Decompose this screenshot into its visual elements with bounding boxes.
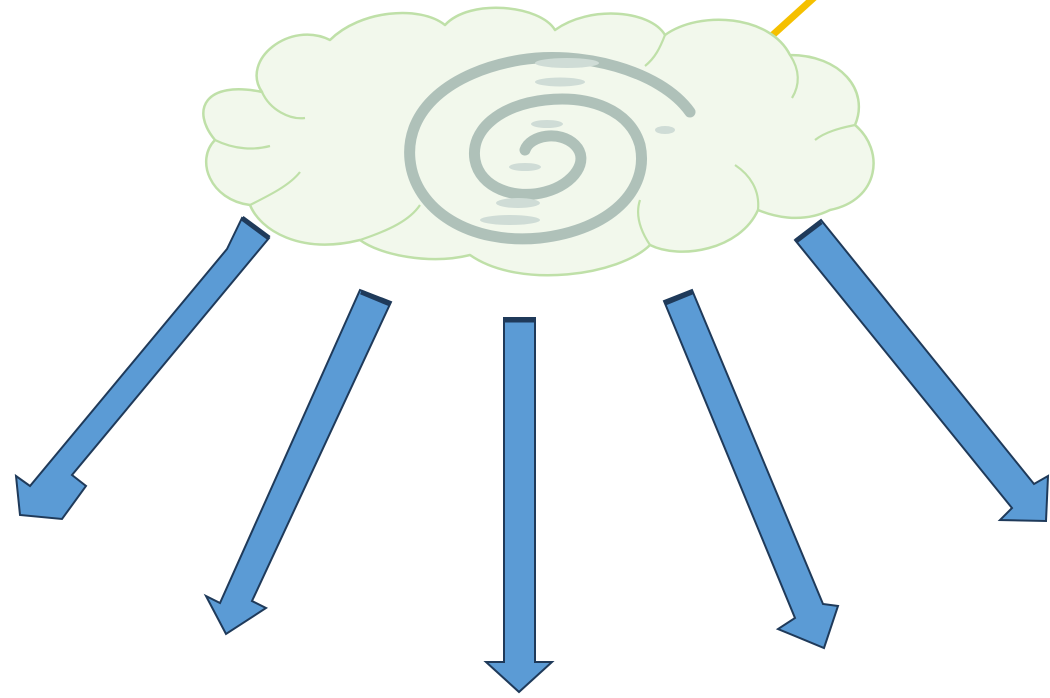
down-arrow-icon: [16, 218, 269, 519]
down-arrow-icon: [664, 290, 838, 648]
down-arrow-icon: [206, 290, 391, 634]
down-arrow-icon: [795, 220, 1048, 521]
down-arrow-icon: [486, 318, 552, 692]
